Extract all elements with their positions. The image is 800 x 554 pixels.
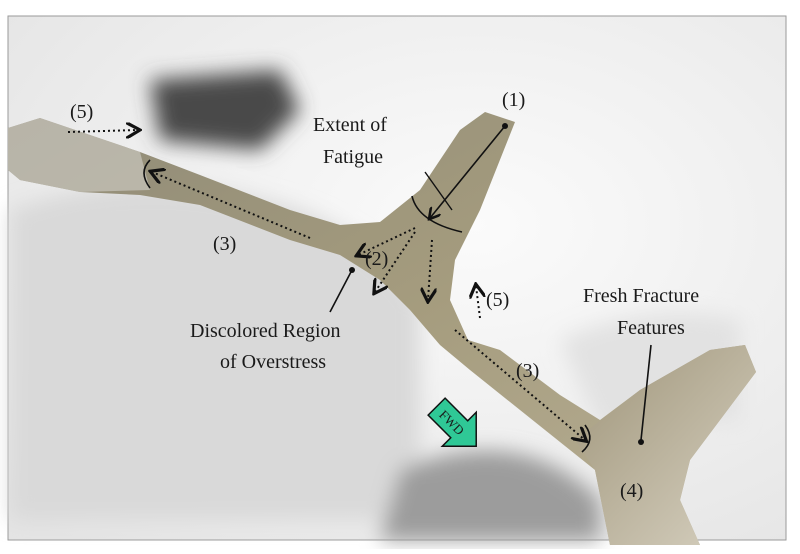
labels: (5) Extent of Fatigue (1) (3) (2) Discol… <box>70 89 699 502</box>
fatigue-extent-arc <box>411 195 463 233</box>
fatigue-arrow <box>430 125 506 218</box>
dotted-arrow-right-5 <box>476 286 480 319</box>
label-marker-2: (2) <box>365 248 388 270</box>
dot-fresh <box>638 439 644 445</box>
label-marker-1: (1) <box>502 89 525 111</box>
leader-dots <box>349 123 644 445</box>
annotation-arrows <box>67 125 652 453</box>
discolored-leader-line <box>329 269 353 313</box>
dotted-arrow-left-3 <box>152 172 311 239</box>
fresh-leader-line <box>640 344 652 441</box>
label-fatigue: Fatigue <box>323 146 383 168</box>
left-boundary-arc <box>143 159 151 189</box>
dotted-arrow-left-5 <box>67 130 138 132</box>
dotted-arrow-2b <box>375 231 416 292</box>
fractured-metal-part <box>8 112 756 545</box>
label-extent-of: Extent of <box>313 114 387 136</box>
dotted-arrow-2a <box>358 227 416 255</box>
extent-leader-line <box>424 171 453 211</box>
label-marker-5-left: (5) <box>70 101 93 123</box>
label-marker-3-right: (3) <box>516 360 539 382</box>
label-marker-3-left: (3) <box>213 233 236 255</box>
label-of-overstress: of Overstress <box>220 351 326 373</box>
label-fresh-fracture: Fresh Fracture <box>583 285 699 307</box>
dot-1 <box>502 123 508 129</box>
label-marker-4: (4) <box>620 480 643 502</box>
dot-discolored <box>349 267 355 273</box>
label-marker-5-right: (5) <box>486 289 509 311</box>
dotted-arrow-2c <box>428 239 432 300</box>
label-discolored-region: Discolored Region <box>190 320 341 342</box>
label-features: Features <box>617 317 685 339</box>
dotted-arrow-right-3 <box>454 329 585 440</box>
